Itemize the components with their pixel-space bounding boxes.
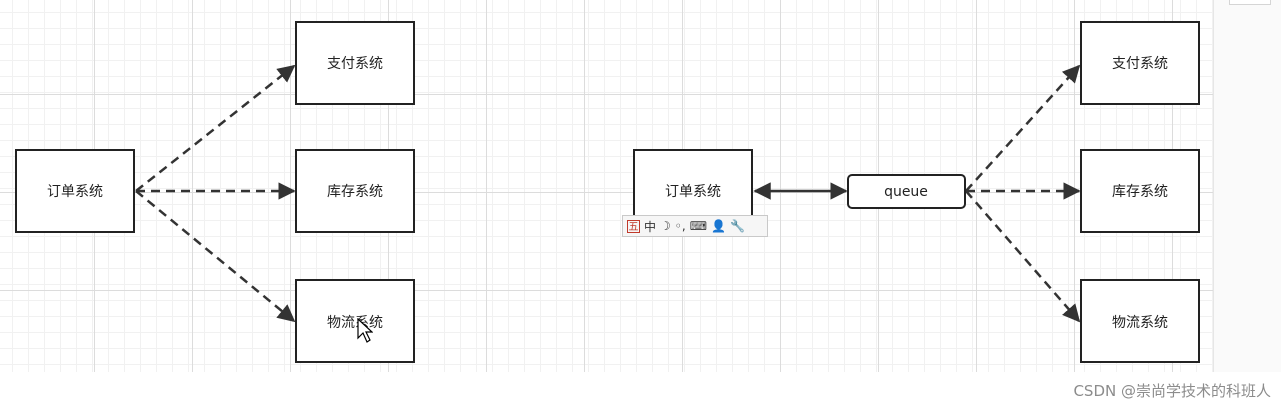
node-label: 订单系统 bbox=[665, 184, 721, 200]
node-label: 库存系统 bbox=[1112, 184, 1168, 200]
node-label: 支付系统 bbox=[1112, 56, 1168, 72]
diagram-canvas bbox=[0, 0, 1213, 372]
left-diagram: 订单系统 支付系统 库存系统 物流系统 bbox=[15, 21, 415, 363]
edge-order-to-logistics bbox=[135, 190, 296, 323]
node-order-system-left[interactable]: 订单系统 bbox=[15, 149, 135, 233]
node-label: 物流系统 bbox=[1112, 315, 1168, 331]
user-icon[interactable]: 👤 bbox=[711, 219, 726, 233]
node-inventory-system-right[interactable]: 库存系统 bbox=[1080, 149, 1200, 233]
node-inventory-system-left[interactable]: 库存系统 bbox=[295, 149, 415, 233]
ime-toolbar[interactable]: 五 中 ☽ ◦, ⌨ 👤 🔧 bbox=[622, 215, 768, 237]
punctuation-icon[interactable]: ◦, bbox=[674, 219, 686, 233]
moon-icon[interactable]: ☽ bbox=[660, 219, 671, 233]
node-label: 物流系统 bbox=[327, 315, 383, 331]
keyboard-icon[interactable]: ⌨ bbox=[689, 219, 708, 233]
node-logistics-system-left[interactable]: 物流系统 bbox=[295, 279, 415, 363]
node-label: 订单系统 bbox=[47, 184, 103, 200]
node-logistics-system-right[interactable]: 物流系统 bbox=[1080, 279, 1200, 363]
node-payment-system-right[interactable]: 支付系统 bbox=[1080, 21, 1200, 105]
panel-scroll-handle[interactable] bbox=[1229, 0, 1271, 5]
node-payment-system-left[interactable]: 支付系统 bbox=[295, 21, 415, 105]
node-label: 支付系统 bbox=[327, 56, 383, 72]
edge-queue-to-logistics bbox=[965, 190, 1081, 323]
edge-order-to-payment bbox=[135, 64, 296, 192]
mouse-cursor-icon bbox=[357, 318, 373, 343]
right-side-panel bbox=[1213, 0, 1281, 372]
wrench-icon[interactable]: 🔧 bbox=[729, 219, 745, 233]
architecture-diagram: 订单系统 支付系统 库存系统 物流系统 订单系统 queue bbox=[15, 21, 1200, 363]
watermark: CSDN @崇尚学技术的科班人 bbox=[1073, 382, 1271, 400]
ime-mode-toggle[interactable]: 中 bbox=[644, 219, 657, 234]
node-queue[interactable]: queue bbox=[847, 174, 966, 209]
ime-logo-icon[interactable]: 五 bbox=[627, 219, 640, 233]
right-diagram: 订单系统 queue 支付系统 库存系统 物流系统 bbox=[633, 21, 1200, 363]
node-label: queue bbox=[884, 184, 928, 200]
node-label: 库存系统 bbox=[327, 184, 383, 200]
edge-queue-to-payment bbox=[965, 64, 1081, 192]
